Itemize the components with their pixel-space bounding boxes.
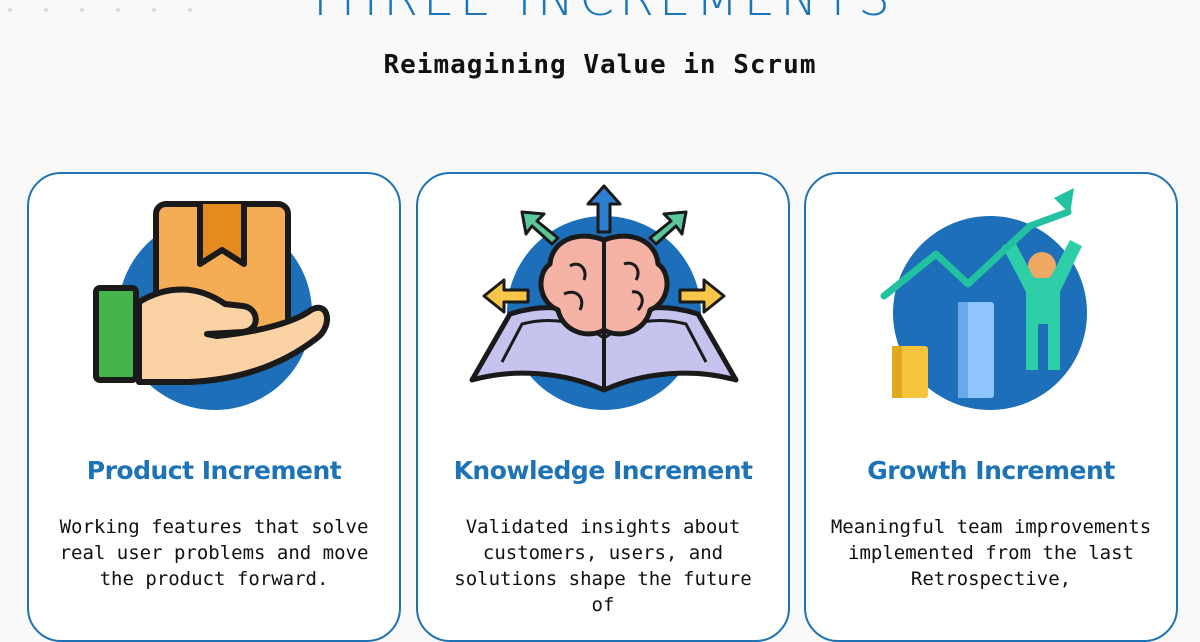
card-title: Growth Increment (867, 456, 1115, 485)
card-description: Meaningful team improvements implemented… (830, 516, 1152, 590)
card-knowledge-increment: Knowledge Increment Validated insights a… (416, 172, 790, 642)
card-growth-increment: Growth Increment Meaningful team improve… (804, 172, 1178, 642)
growth-chart-person-icon (880, 188, 1087, 410)
hand-holding-box-icon (93, 201, 330, 410)
card-description: Validated insights about customers, user… (454, 516, 752, 616)
page-title: THREE INCREMENTS (0, 0, 1200, 23)
page-subtitle: Reimagining Value in Scrum (383, 50, 817, 80)
card-product-increment: Product Increment Working features that … (27, 172, 401, 642)
card-description: Working features that solve real user pr… (59, 516, 369, 590)
brain-book-arrows-icon (469, 184, 739, 410)
card-title: Knowledge Increment (453, 456, 753, 485)
decorative-dots (0, 0, 200, 20)
card-title: Product Increment (86, 456, 342, 485)
